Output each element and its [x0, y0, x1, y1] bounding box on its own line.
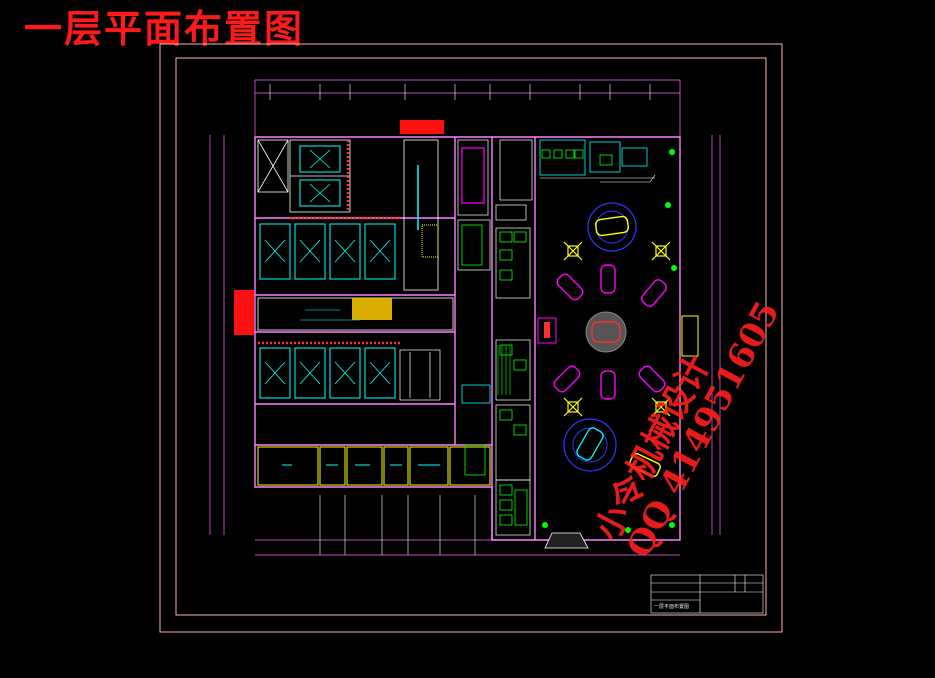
display-tables — [563, 241, 671, 417]
plants — [542, 149, 677, 533]
stairs — [497, 345, 511, 395]
title-block — [650, 574, 764, 614]
main-entrance — [544, 532, 589, 549]
lounge-seats — [541, 149, 613, 166]
parts-rack — [421, 224, 439, 258]
left-door — [234, 290, 254, 335]
inner-frame — [175, 57, 767, 616]
corridor-text-lines — [300, 309, 360, 321]
lounge-top — [539, 139, 648, 176]
car-lifts — [259, 145, 396, 399]
drawing-title: 一层平面布置图 — [24, 6, 305, 51]
service-car — [461, 147, 485, 204]
outer-frame — [159, 43, 783, 633]
side-entrance — [681, 315, 699, 357]
showroom — [563, 202, 637, 472]
bottom-offices — [257, 446, 491, 486]
reception-desk — [537, 317, 557, 344]
delivery-car — [629, 452, 661, 478]
display-cars — [553, 264, 668, 400]
lift-crosses — [264, 149, 391, 385]
service-furniture — [461, 224, 528, 526]
service-rooms — [457, 139, 533, 536]
workshop-bays — [257, 139, 351, 213]
bay-dashes — [258, 140, 400, 345]
dimension-ticks — [269, 84, 651, 555]
stair-block — [352, 298, 392, 320]
parts-store — [403, 139, 439, 291]
title-block-drawing-name: 一层平面布置图 — [654, 603, 689, 610]
right-rack-lower — [399, 349, 441, 401]
top-door — [400, 120, 444, 134]
